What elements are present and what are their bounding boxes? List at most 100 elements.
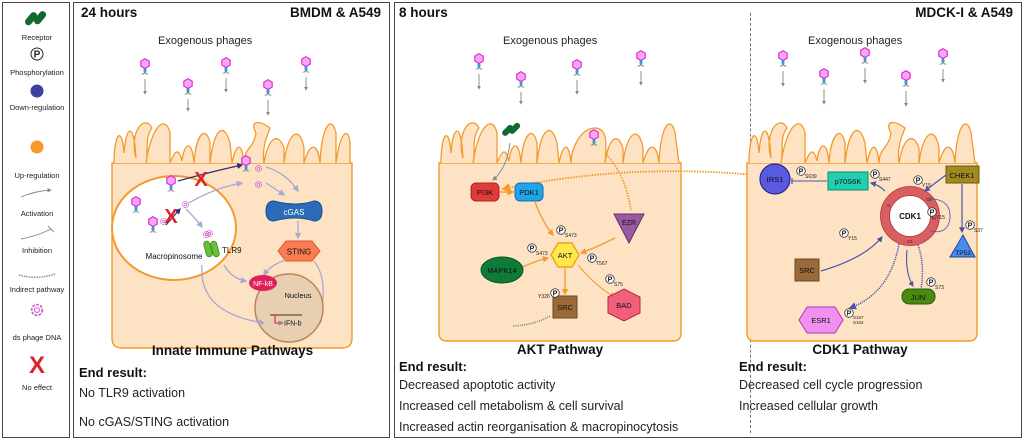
subtitle-exogenous-phages-akt: Exogenous phages: [503, 35, 598, 47]
svg-text:NF-kB: NF-kB: [253, 281, 273, 288]
p70s6k-node: p70S6K: [827, 171, 869, 191]
up-regulation-icon: [30, 140, 44, 154]
svg-text:cGAS: cGAS: [284, 208, 305, 217]
phospho-site-pdk1-akt: S473: [556, 225, 577, 239]
no-effect-icon: X: [28, 352, 45, 379]
phosphorylation-icon: [30, 47, 44, 61]
svg-text:MAPK14: MAPK14: [487, 266, 517, 275]
phospho-site-tp53: S37: [965, 220, 983, 234]
svg-text:CDK1: CDK1: [899, 212, 921, 221]
svg-text:Y15: Y15: [936, 215, 945, 221]
legend-label-receptor: Receptor: [21, 33, 53, 42]
result-line: Decreased cell cycle progression: [739, 378, 923, 392]
macropinosome-contents: [131, 163, 244, 238]
phospho-site-src: Y326: [538, 288, 560, 300]
phages: [140, 56, 311, 116]
phospho-site-self: Y15: [927, 207, 945, 221]
svg-text:Y326: Y326: [538, 294, 550, 300]
pathway-name-cdk1: CDK1 Pathway: [812, 342, 908, 357]
pi3k-node: PI3K: [470, 182, 500, 202]
result-line: No TLR9 activation: [79, 386, 186, 400]
time-label: 24 hours: [81, 5, 138, 20]
svg-text:JUN: JUN: [911, 293, 926, 302]
phages-akt: [474, 50, 646, 105]
cgas-node: cGAS: [265, 200, 323, 222]
svg-text:BAD: BAD: [616, 301, 632, 310]
svg-text:EZR: EZR: [622, 220, 636, 227]
svg-text:S104: S104: [853, 320, 864, 325]
irs1-node: IRS1: [759, 163, 791, 195]
svg-text:T567: T567: [596, 261, 608, 267]
akt-cdk1-diagram: PI3K PDK1 EZR AKT MAPK14 SRC: [438, 47, 983, 342]
svg-text:TLR9: TLR9: [222, 246, 242, 255]
svg-text:S473: S473: [565, 233, 577, 239]
legend-label-down-regulation: Down-regulation: [9, 103, 65, 112]
svg-text:Y15: Y15: [848, 236, 857, 242]
result-line: Decreased apoptotic activity: [399, 378, 556, 392]
tlr9-node: TLR9: [203, 230, 242, 258]
svg-text:STING: STING: [287, 248, 311, 257]
svg-text:S167: S167: [853, 315, 864, 320]
innate-immune-diagram: X X cGAS STING Nucleus IFN-b: [111, 56, 353, 349]
svg-text:S639: S639: [805, 174, 817, 180]
pdk1-node: PDK1: [514, 182, 544, 202]
legend-panel: Receptor Phosphorylation Down-regulation…: [2, 2, 70, 438]
phage-dna-icon: [30, 303, 44, 317]
innate-immune-panel: 24 hours BMDM & A549 Exogenous phages: [73, 2, 390, 438]
legend-label-phage-dna: ds phage DNA: [12, 333, 62, 342]
svg-text:S37: S37: [974, 228, 983, 234]
inhibition-icon: [20, 225, 55, 240]
svg-text:PDK1: PDK1: [519, 188, 539, 197]
mapk14-node: MAPK14: [480, 256, 524, 284]
svg-text:S447: S447: [879, 177, 891, 183]
svg-text:S75: S75: [614, 282, 623, 288]
end-result-label-cdk1: End result:: [739, 359, 807, 374]
sting-node: STING: [277, 240, 321, 262]
cell-lines-label: BMDM & A549: [289, 5, 381, 20]
akt-cdk1-panel: 8 hours MDCK-I & A549 Exogenous phages E…: [394, 2, 1022, 438]
src-node-cdk1: SRC: [794, 258, 820, 282]
svg-text:S: S: [887, 203, 890, 208]
x-mark-2: X: [164, 206, 178, 228]
indirect-pathway-icon: [18, 273, 56, 278]
end-result-label-akt: End result:: [399, 359, 467, 374]
src-node-akt: SRC: [552, 295, 578, 319]
svg-text:ESR1: ESR1: [811, 316, 831, 325]
akt-node: AKT: [550, 242, 580, 268]
result-line: Increased cellular growth: [739, 399, 878, 413]
result-line: Increased cell metabolism & cell surviva…: [399, 399, 624, 413]
svg-text:p70S6K: p70S6K: [835, 177, 862, 186]
legend-label-activation: Activation: [20, 209, 54, 218]
svg-text:G1: G1: [907, 239, 914, 244]
phospho-site-ezr-akt: T567: [587, 253, 608, 267]
subtitle-exogenous-phages: Exogenous phages: [158, 35, 253, 47]
legend-label-inhibition: Inhibition: [21, 246, 53, 255]
esr1-node: ESR1: [798, 306, 844, 334]
svg-text:CHEK1: CHEK1: [949, 171, 974, 180]
cytoplasm-dna: [241, 155, 299, 196]
legend-label-indirect-pathway: Indirect pathway: [9, 285, 65, 294]
macropinosome-label: Macropinosome: [146, 252, 203, 261]
subtitle-exogenous-phages-cdk1: Exogenous phages: [808, 35, 903, 47]
x-mark-1: X: [194, 169, 208, 191]
svg-text:IFN-b: IFN-b: [284, 321, 302, 328]
phospho-site-bad: S75: [605, 274, 623, 288]
receptor-akt: [502, 122, 521, 136]
ezr-node: EZR: [613, 213, 645, 245]
svg-text:S73: S73: [935, 285, 944, 291]
svg-text:IRS1: IRS1: [767, 175, 784, 184]
receptor-icon: [24, 11, 47, 26]
legend-label-up-regulation: Up-regulation: [14, 171, 60, 180]
nfkb-node: NF-kB: [249, 275, 277, 291]
svg-text:M: M: [932, 216, 936, 221]
macropinosome: [111, 175, 237, 281]
legend-label-phosphorylation: Phosphorylation: [10, 68, 64, 77]
svg-text:AKT: AKT: [558, 251, 573, 260]
tp53-node: TP53: [949, 233, 976, 258]
activation-arrow-icon: [20, 187, 52, 198]
svg-text:Nucleus: Nucleus: [284, 291, 311, 300]
cell-body-cdk1: [746, 121, 978, 342]
jun-node: JUN: [901, 288, 936, 305]
cdk1-cycle: CDK1 G2 M G1 S: [880, 186, 940, 246]
